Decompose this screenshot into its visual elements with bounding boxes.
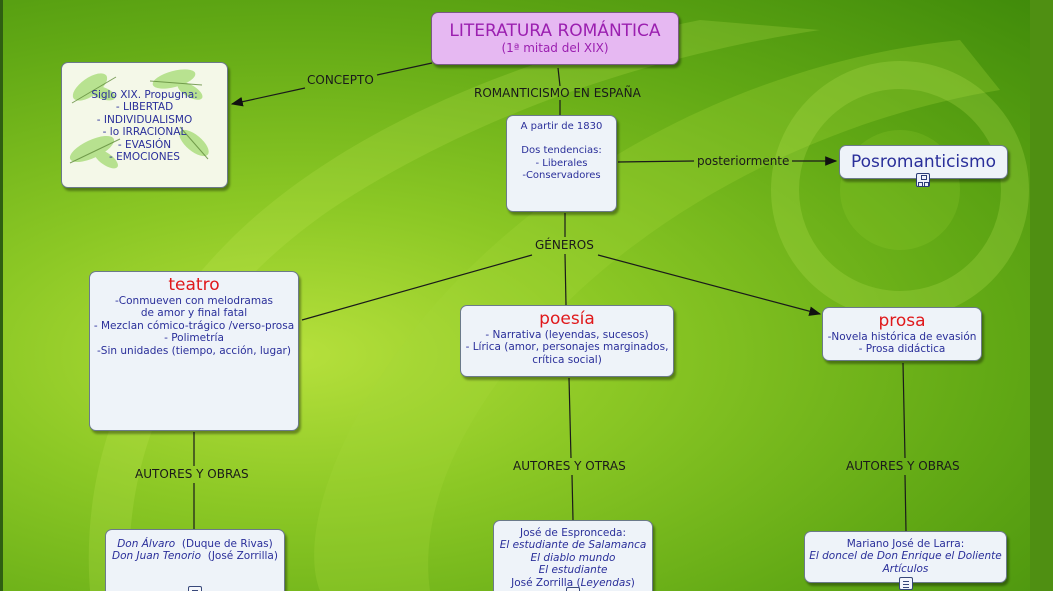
link-label-autores-otras: AUTORES Y OTRAS — [513, 459, 626, 473]
espana-line-3: Dos tendencias: — [521, 145, 602, 157]
poesia-title: poesía — [539, 309, 595, 329]
concepto-line-2: - LIBERTAD — [115, 101, 174, 114]
poesia-node[interactable]: poesía - Narrativa (leyendas, sucesos) -… — [460, 305, 674, 377]
prosa-obras-node[interactable]: Mariano José de Larra: El doncel de Don … — [804, 531, 1007, 583]
link-label-posteriormente: posteriormente — [697, 154, 790, 168]
concepto-line-4: - lo IRRACIONAL — [102, 126, 187, 139]
prosa-obra-2: Artículos — [882, 562, 929, 575]
link-generos-prosa — [597, 254, 822, 316]
posromanticismo-label: Posromanticismo — [851, 152, 996, 172]
teatro-line-5: -Sin unidades (tiempo, acción, lugar) — [97, 344, 291, 357]
teatro-obra-2: Don Juan Tenorio — [112, 550, 202, 563]
espana-node[interactable]: A partir de 1830 Dos tendencias: - Liber… — [506, 115, 617, 212]
link-label-autores-obras-prosa: AUTORES Y OBRAS — [846, 459, 960, 473]
resource-document-icon[interactable] — [188, 586, 202, 591]
concepto-node[interactable]: Siglo XIX. Propugna: - LIBERTAD - INDIVI… — [61, 62, 228, 188]
poesia-obra-3: El estudiante — [538, 564, 608, 577]
poesia-line-2: - Lírica (amor, personajes marginados, — [465, 341, 669, 354]
concepto-line-3: - INDIVIDUALISMO — [96, 113, 193, 126]
poesia-obras-node[interactable]: José de Espronceda: El estudiante de Sal… — [493, 520, 653, 591]
poesia-autor-2-line: José Zorrilla (Leyendas) — [511, 576, 635, 589]
link-generos-poesia — [564, 253, 567, 306]
prosa-obra-1: El doncel de Don Enrique el Doliente — [809, 550, 1002, 563]
window-frame-right — [1030, 0, 1053, 591]
link-label-concepto: CONCEPTO — [307, 73, 374, 87]
title-node[interactable]: LITERATURA ROMÁNTICA (1ª mitad del XIX) — [431, 12, 679, 65]
poesia-obra-2: El diablo mundo — [530, 551, 616, 564]
poesia-autor-2-obra: Leyendas — [580, 576, 631, 589]
concepto-line-6: - EMOCIONES — [109, 151, 180, 164]
teatro-obras-line-1: Don Álvaro (Duque de Rivas) — [106, 538, 284, 550]
teatro-line-3: - Mezclan cómico-trágico /verso-prosa — [93, 319, 295, 332]
teatro-line-2: de amor y final fatal — [140, 307, 248, 320]
link-autores-prosa-obras — [904, 474, 907, 532]
prosa-autor: Mariano José de Larra: — [846, 538, 965, 550]
teatro-line-4: - Polimetría — [164, 332, 224, 345]
teatro-obras-line-2: Don Juan Tenorio (José Zorrilla) — [106, 550, 284, 562]
link-espana-posterior — [617, 160, 695, 163]
prosa-title: prosa — [878, 311, 926, 331]
teatro-autor-1: (Duque de Rivas) — [181, 538, 273, 550]
poesia-line-3: crítica social) — [532, 353, 602, 366]
teatro-line-1: -Conmueven con melodramas — [115, 295, 273, 307]
teatro-obra-1: Don Álvaro — [117, 538, 176, 550]
link-title-espana — [557, 67, 561, 87]
espana-line-1: A partir de 1830 — [520, 121, 603, 132]
link-title-concepto — [376, 62, 433, 76]
espana-line-4: - Liberales — [535, 157, 588, 169]
link-label-romanticismo-espana: ROMANTICISMO EN ESPAÑA — [474, 86, 641, 100]
poesia-obra-1: El estudiante de Salamanca — [499, 539, 647, 552]
prosa-node[interactable]: prosa -Novela histórica de evasión - Pro… — [822, 307, 982, 361]
espana-line-2 — [507, 133, 616, 145]
poesia-autor-2: José Zorrilla — [511, 576, 574, 589]
teatro-title: teatro — [168, 275, 220, 295]
teatro-autor-2: (José Zorrilla) — [207, 550, 278, 563]
espana-line-5: -Conservadores — [522, 170, 601, 182]
concept-map-link-icon[interactable] — [916, 173, 930, 187]
link-autores-poesia-obras — [571, 474, 574, 521]
main-title: LITERATURA ROMÁNTICA — [449, 21, 661, 41]
link-label-autores-obras-teatro: AUTORES Y OBRAS — [135, 467, 249, 481]
poesia-line-1: - Narrativa (leyendas, sucesos) — [485, 329, 649, 341]
prosa-line-1: -Novela histórica de evasión — [827, 331, 977, 343]
link-label-generos: GÉNEROS — [535, 238, 594, 252]
teatro-obras-node[interactable]: Don Álvaro (Duque de Rivas) Don Juan Ten… — [105, 529, 285, 591]
link-poesia-autores — [568, 377, 572, 459]
poesia-autor-1: José de Espronceda: — [519, 527, 627, 539]
link-concepto-arrow — [230, 87, 306, 107]
concepto-line-1: Siglo XIX. Propugna: — [91, 89, 198, 101]
leaf-decoration-icon — [69, 69, 209, 169]
resource-document-icon[interactable] — [899, 577, 913, 590]
concepto-line-5: - EVASIÓN — [117, 138, 172, 151]
link-generos-teatro — [301, 254, 533, 321]
resource-document-icon[interactable] — [566, 587, 580, 591]
link-prosa-autores — [902, 362, 906, 459]
window-frame-left — [0, 0, 3, 591]
subtitle: (1ª mitad del XIX) — [501, 41, 609, 55]
teatro-node[interactable]: teatro -Conmueven con melodramas de amor… — [89, 271, 299, 431]
prosa-line-2: - Prosa didáctica — [858, 343, 946, 356]
